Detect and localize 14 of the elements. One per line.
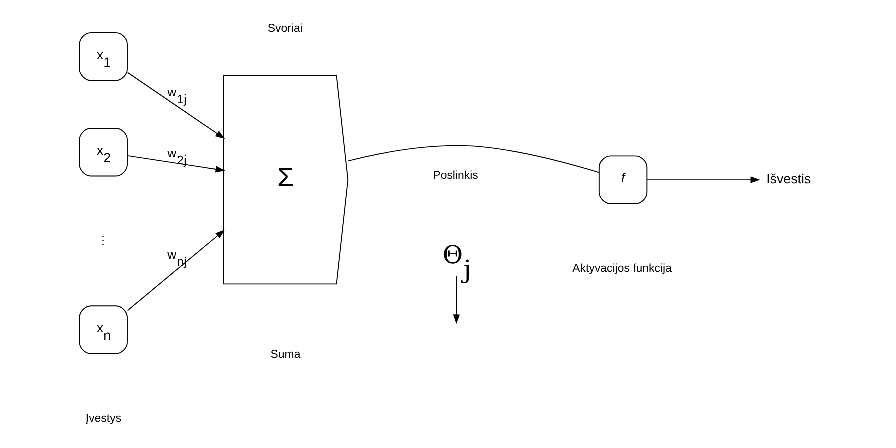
arrow: [453, 276, 460, 324]
arrow: [127, 230, 226, 312]
label: Svoriai: [268, 23, 303, 36]
arrow: [127, 72, 226, 140]
arrow: [646, 176, 760, 184]
connector: [348, 145, 600, 174]
label: Įvestys: [86, 412, 122, 425]
label: Poslinkis: [433, 170, 478, 182]
node-box: f: [598, 156, 648, 204]
label: Suma: [270, 348, 301, 361]
node-text: Išvestis: [766, 172, 812, 187]
label: Aktyvacijos funkcija: [572, 262, 672, 275]
label: ⋮: [97, 235, 108, 248]
arrow: [127, 155, 226, 173]
